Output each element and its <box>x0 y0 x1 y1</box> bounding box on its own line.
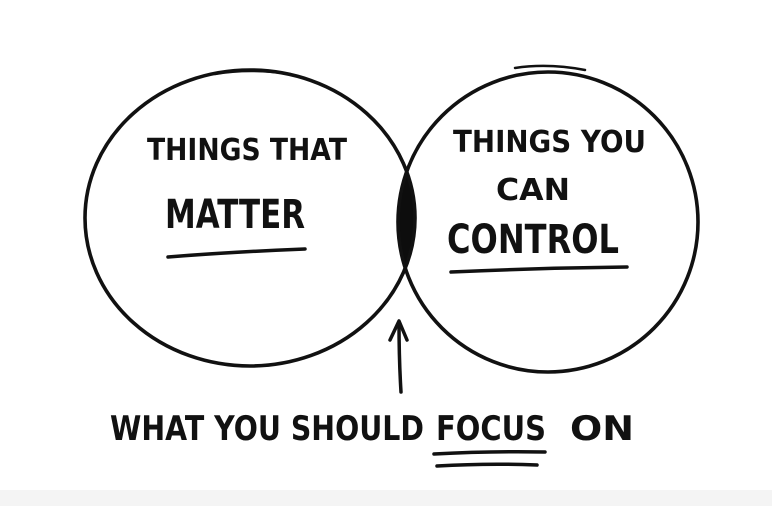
bottom-strip <box>0 490 772 506</box>
left-circle-overstroke <box>213 69 292 76</box>
caption-emphasis: FOCUS <box>436 409 546 449</box>
right-label-line2: CAN <box>496 173 570 208</box>
right-label-line3: CONTROL <box>447 217 619 263</box>
left-label-line2: MATTER <box>165 192 305 238</box>
emphasis-underline-top <box>432 450 547 456</box>
emphasis-underline-bottom <box>435 462 539 468</box>
left-label-line1: THINGS THAT <box>147 133 347 168</box>
caption-prefix: WHAT YOU SHOULD <box>110 409 424 449</box>
right-circle <box>396 70 700 374</box>
right-label-underline <box>449 265 629 274</box>
right-circle-overstroke <box>513 64 587 72</box>
arrow-up-icon <box>388 319 409 394</box>
right-label-line1: THINGS YOU <box>453 125 646 160</box>
caption-suffix: ON <box>570 409 634 449</box>
left-label-underline <box>166 247 307 259</box>
